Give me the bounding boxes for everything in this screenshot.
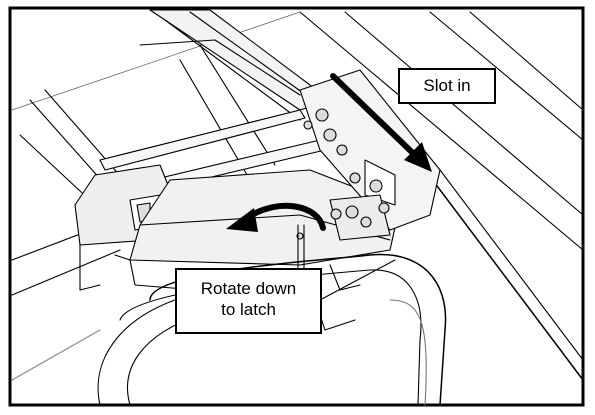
slot-in-callout: Slot in	[398, 68, 496, 104]
rotate-line-2: to latch	[221, 300, 276, 319]
slot-in-text: Slot in	[423, 76, 471, 95]
rotate-down-callout: Rotate down to latch	[175, 268, 322, 334]
rotate-line-1: Rotate down	[200, 279, 297, 298]
slot-direction-arrow-icon	[330, 73, 432, 172]
rotate-direction-arrow-icon	[226, 202, 326, 232]
line-art	[11, 9, 584, 406]
